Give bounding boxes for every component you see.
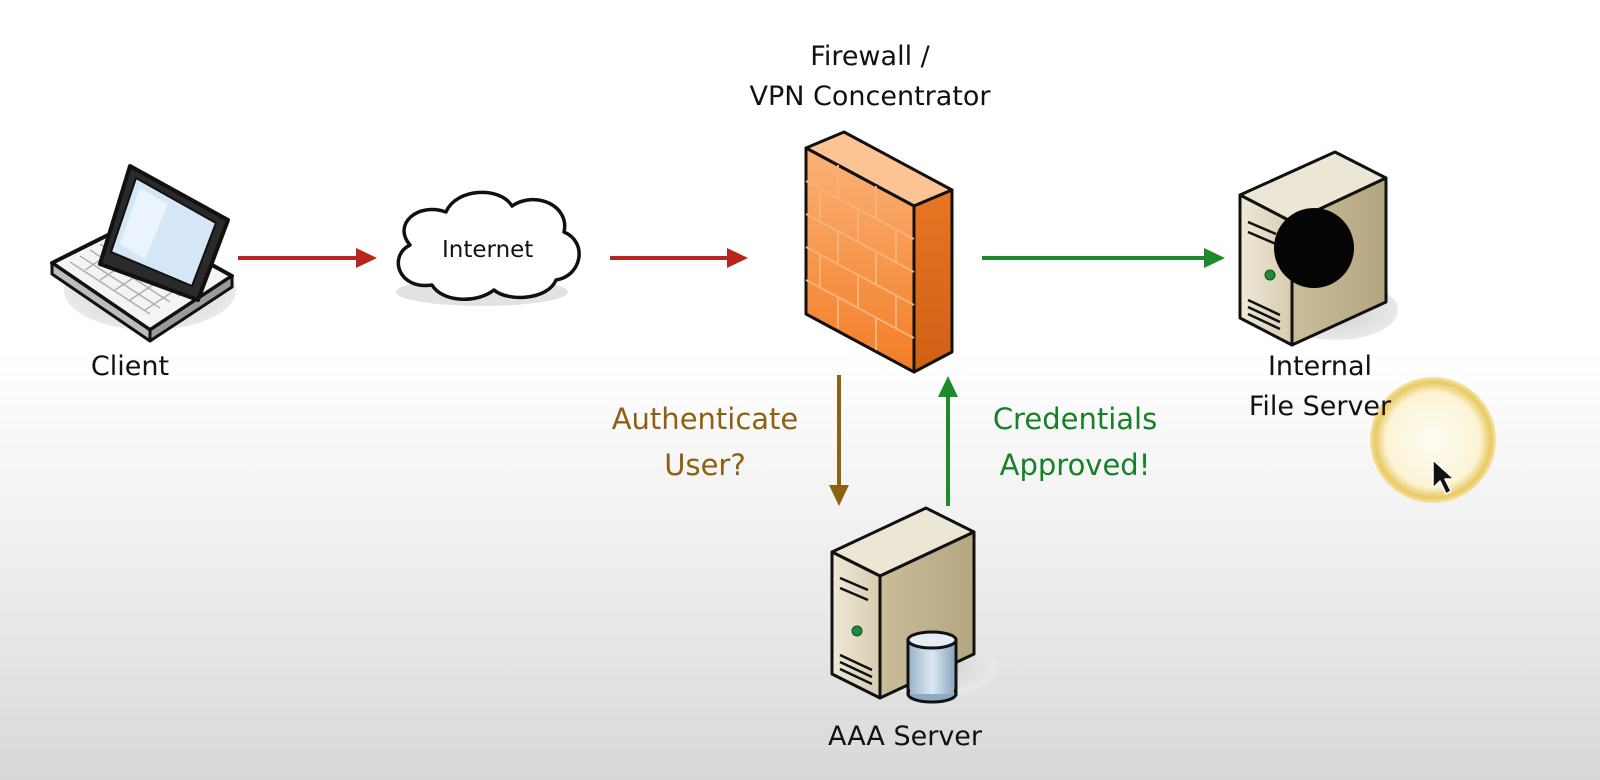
- internet-label: Internet: [442, 237, 534, 263]
- authenticate-line2: User?: [664, 448, 746, 482]
- firewall-label: Firewall / VPN Concentrator: [730, 37, 1010, 117]
- client-label-text: Client: [90, 351, 170, 382]
- database-server-icon: [830, 506, 997, 704]
- laptop-icon: [50, 164, 236, 343]
- aaa-server-label: AAA Server: [800, 717, 1010, 757]
- arrow-authenticate-down: [829, 375, 849, 506]
- arrow-client-to-internet: [238, 248, 377, 268]
- file-server-label: Internal File Server: [1220, 347, 1420, 427]
- server-icon: [1238, 150, 1398, 347]
- cloud-icon: [396, 190, 581, 306]
- file-server-label-line1: Internal: [1267, 351, 1373, 382]
- authenticate-line1: Authenticate: [611, 402, 799, 436]
- authenticate-user-label: Authenticate User?: [590, 396, 820, 488]
- firewall-icon: [804, 130, 954, 374]
- credentials-approved-label: Credentials Approved!: [960, 396, 1190, 488]
- arrow-approved-up: [938, 376, 958, 506]
- arrow-firewall-to-file-server: [982, 248, 1225, 268]
- firewall-label-line2: VPN Concentrator: [749, 81, 991, 112]
- client-label: Client: [80, 347, 180, 387]
- mouse-pointer-icon: [1432, 459, 1455, 495]
- approved-line2: Approved!: [999, 448, 1151, 482]
- cursor-highlight-icon: [1370, 377, 1496, 503]
- file-server-label-line2: File Server: [1248, 391, 1392, 422]
- approved-line1: Credentials: [992, 402, 1158, 436]
- aaa-server-label-text: AAA Server: [827, 721, 983, 752]
- arrow-internet-to-firewall: [610, 248, 748, 268]
- firewall-label-line1: Firewall /: [810, 41, 930, 72]
